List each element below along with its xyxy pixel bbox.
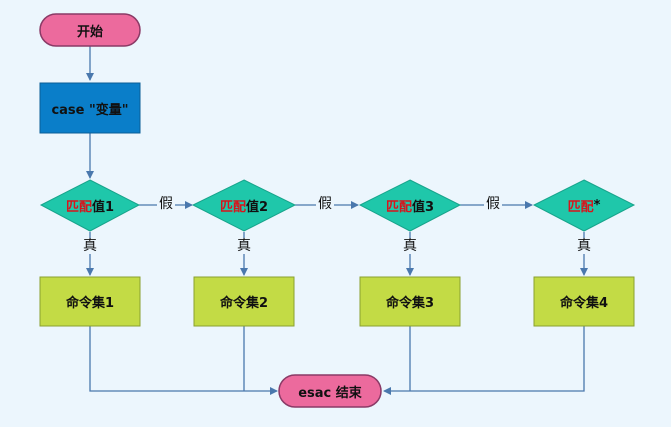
decision-2-label: 匹配值2	[193, 192, 295, 218]
end-label: esac 结束	[298, 385, 362, 401]
decision-4-value: *	[593, 197, 601, 213]
case-label: case "变量"	[51, 102, 129, 118]
connectors	[86, 46, 588, 395]
decision-3-shape	[358, 179, 462, 232]
decision-4-label: 匹配*	[534, 192, 634, 218]
command-2-shape	[193, 276, 295, 327]
decision-3-value: 值3	[411, 199, 435, 215]
decision-1-match: 匹配	[65, 199, 92, 215]
true-label-4: 真	[575, 238, 593, 254]
command-3-label: 命令集3	[385, 296, 435, 311]
decision-1-value: 值1	[91, 199, 115, 215]
command-1-shape	[39, 276, 141, 327]
decision-2-value: 值2	[245, 199, 269, 215]
start-label: 开始	[76, 24, 103, 40]
true-label-1: 真	[81, 238, 99, 254]
command-3-shape	[359, 276, 461, 327]
decision-1-shape	[39, 179, 141, 232]
command-2-label: 命令集2	[219, 296, 269, 311]
start-terminal-shape	[39, 13, 141, 47]
false-label-3: 假	[484, 196, 502, 212]
false-label-1: 假	[157, 196, 175, 212]
arrow-cmd4-to-end	[383, 326, 585, 395]
decision-3-label: 匹配值3	[360, 192, 460, 218]
case-box-shape	[39, 82, 141, 134]
decision-3-match: 匹配	[385, 199, 412, 215]
true-label-3: 真	[401, 238, 419, 254]
command-4-label: 命令集4	[559, 296, 609, 311]
arrow-cmd1-to-end	[89, 326, 278, 395]
decision-1-label: 匹配值1	[41, 192, 139, 218]
command-1-label: 命令集1	[65, 296, 115, 311]
decision-2-match: 匹配	[219, 199, 246, 215]
decision-4-shape	[532, 179, 636, 232]
true-label-2: 真	[235, 238, 253, 254]
decision-2-shape	[191, 179, 297, 232]
end-terminal-shape	[278, 374, 382, 408]
decision-4-match: 匹配	[567, 199, 594, 215]
command-4-shape	[533, 276, 635, 327]
false-label-2: 假	[316, 196, 334, 212]
